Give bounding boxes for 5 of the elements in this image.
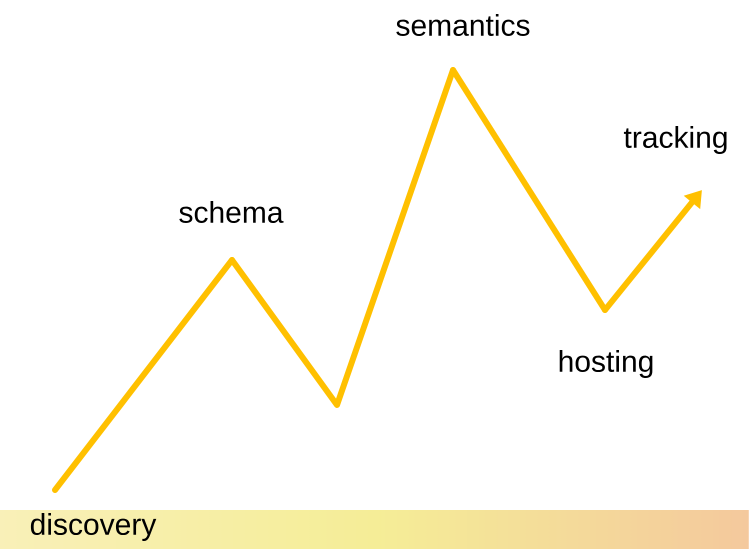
step-label: semantics <box>396 14 530 36</box>
step-label: hosting <box>560 350 652 378</box>
step-label: tracking <box>624 126 727 154</box>
step-label: discovery <box>30 513 156 541</box>
step-label: schema <box>179 200 284 224</box>
